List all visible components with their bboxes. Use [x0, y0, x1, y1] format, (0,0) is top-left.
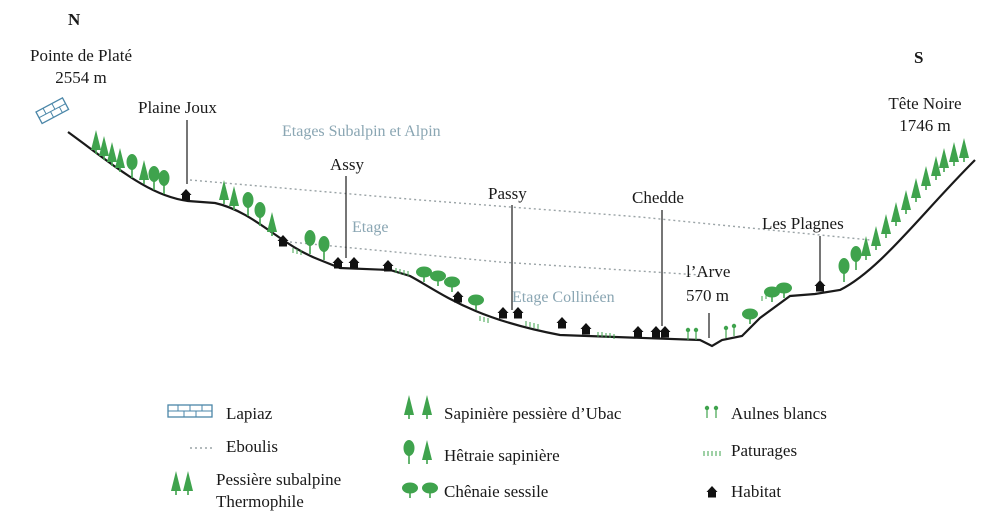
legend-aulnes-symbol	[705, 406, 718, 418]
place-plaine-joux: Plaine Joux	[138, 98, 217, 118]
legend-eboulis-label: Eboulis	[226, 437, 278, 457]
north-peak-altitude: 2554 m	[6, 68, 156, 88]
legend-hetraie-symbol	[404, 440, 433, 464]
legend-lapiaz-label: Lapiaz	[226, 404, 272, 424]
legend-sapiniere-label: Sapinière pessière d’Ubac	[444, 404, 621, 424]
legend-pessiere-symbol	[171, 471, 193, 495]
north-marker: N	[68, 10, 80, 30]
place-chedde: Chedde	[632, 188, 684, 208]
river-arve-name: l’Arve	[686, 262, 730, 282]
south-peak-name: Tête Noire	[870, 94, 980, 114]
zone-subalpin-alpin: Etages Subalpin et Alpin	[282, 122, 441, 142]
south-slope-trees	[839, 138, 970, 282]
legend-habitat-label: Habitat	[731, 482, 781, 502]
lapiaz-symbol	[36, 98, 69, 124]
legend-paturages-symbol	[704, 451, 720, 456]
legend-chenaie-symbol	[402, 483, 438, 499]
place-les-plagnes: Les Plagnes	[762, 214, 844, 234]
eboulis-line-lower	[290, 242, 700, 275]
north-peak-name: Pointe de Platé	[6, 46, 156, 66]
legend-hetraie-label: Hêtraie sapinière	[444, 446, 560, 466]
north-slope-trees	[91, 130, 484, 310]
river-arve-altitude: 570 m	[686, 286, 729, 306]
legend-paturages-label: Paturages	[731, 441, 797, 461]
legend-chenaie-label: Chênaie sessile	[444, 482, 548, 502]
south-peak-altitude: 1746 m	[870, 116, 980, 136]
legend-lapiaz-symbol	[168, 405, 212, 417]
south-marker: S	[914, 48, 923, 68]
legend-pessiere-label-2: Thermophile	[216, 492, 304, 512]
place-assy: Assy	[330, 155, 364, 175]
zone-collineen: Etage Collinéen	[512, 288, 615, 308]
legend-habitat-symbol	[707, 486, 718, 498]
legend-sapiniere-symbol	[404, 395, 432, 419]
zone-montagnard: Etage	[352, 218, 388, 238]
place-passy: Passy	[488, 184, 527, 204]
legend-aulnes-label: Aulnes blancs	[731, 404, 827, 424]
legend-pessiere-label-1: Pessière subalpine	[216, 470, 341, 490]
